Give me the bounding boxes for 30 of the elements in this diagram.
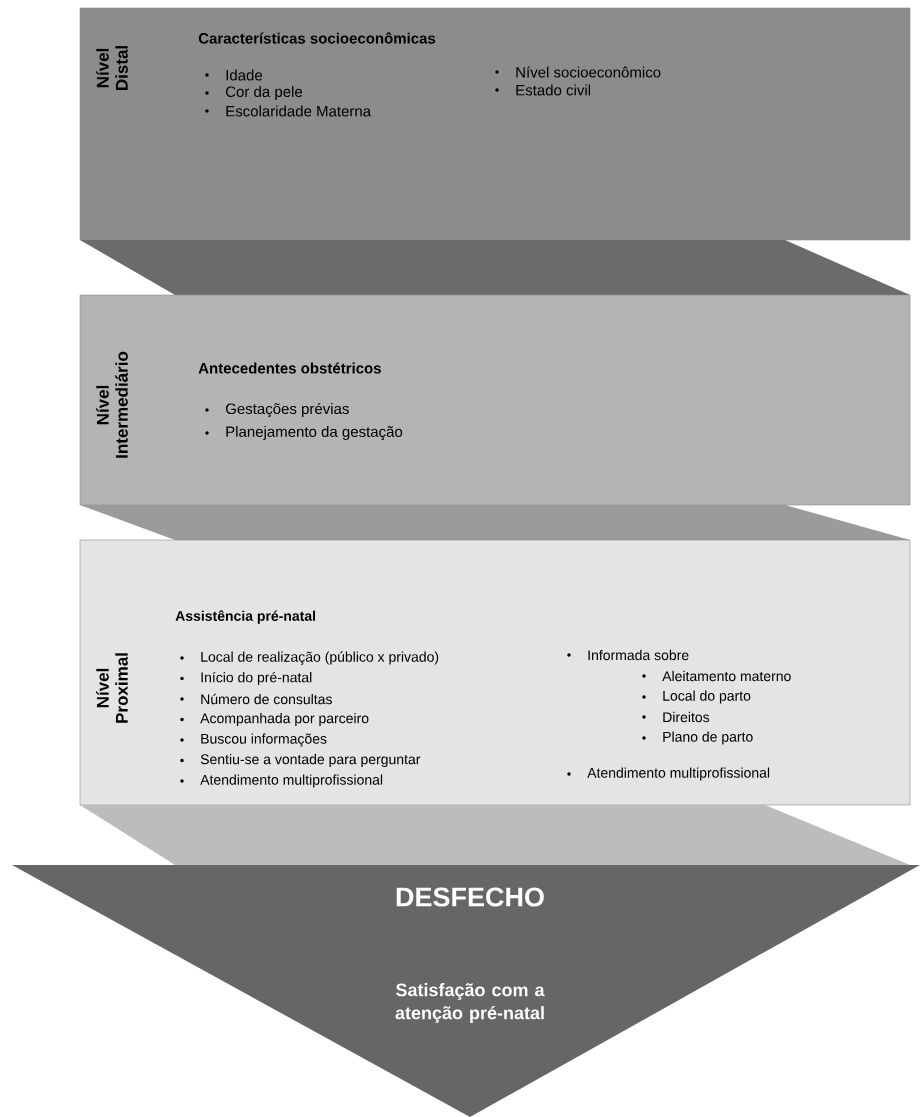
- list-item: Informada sobre: [588, 649, 689, 661]
- fold-band: [80, 240, 910, 295]
- list-item: Atendimento multiprofissional: [587, 767, 770, 781]
- level-label: Nível Proximal: [96, 653, 128, 723]
- list-item: Cor da pele: [225, 86, 303, 100]
- list-item: Nível socioeconômico: [516, 66, 661, 78]
- section-heading: Assistência pré-natal: [175, 610, 315, 624]
- list-item: Local do parto: [663, 690, 751, 704]
- level-label: Nível Distal: [96, 46, 128, 90]
- level-label: Nível Intermediário: [96, 351, 128, 458]
- list-item: Plano de parto: [663, 731, 753, 745]
- list-item: Estado civil: [516, 84, 591, 96]
- list-item: Idade: [226, 69, 263, 81]
- list-item: Número de consultas: [201, 693, 332, 705]
- outcome-text: Satisfação com a atenção pré-natal: [395, 983, 545, 1023]
- section-heading: Antecedentes obstétricos: [198, 362, 381, 374]
- list-item: Planejamento da gestação: [226, 426, 403, 441]
- list-item: Buscou informações: [201, 733, 327, 747]
- list-item: Direitos: [663, 711, 710, 723]
- section-heading: Características socioeconômicas: [198, 32, 436, 44]
- list-item: Local de realização (público x privado): [201, 651, 439, 665]
- list-item: Atendimento multiprofissional: [200, 774, 383, 788]
- list-item: Sentiu-se a vontade para perguntar: [200, 754, 421, 768]
- outcome-title: DESFECHO: [396, 887, 544, 907]
- fold-band: [80, 805, 910, 865]
- list-item: Gestações prévias: [225, 402, 349, 418]
- list-item: Aleitamento materno: [662, 670, 791, 682]
- list-item: Acompanhada por parceiro: [200, 713, 369, 727]
- list-item: Escolaridade Materna: [226, 105, 372, 117]
- list-item: Início do pré-natal: [201, 671, 312, 686]
